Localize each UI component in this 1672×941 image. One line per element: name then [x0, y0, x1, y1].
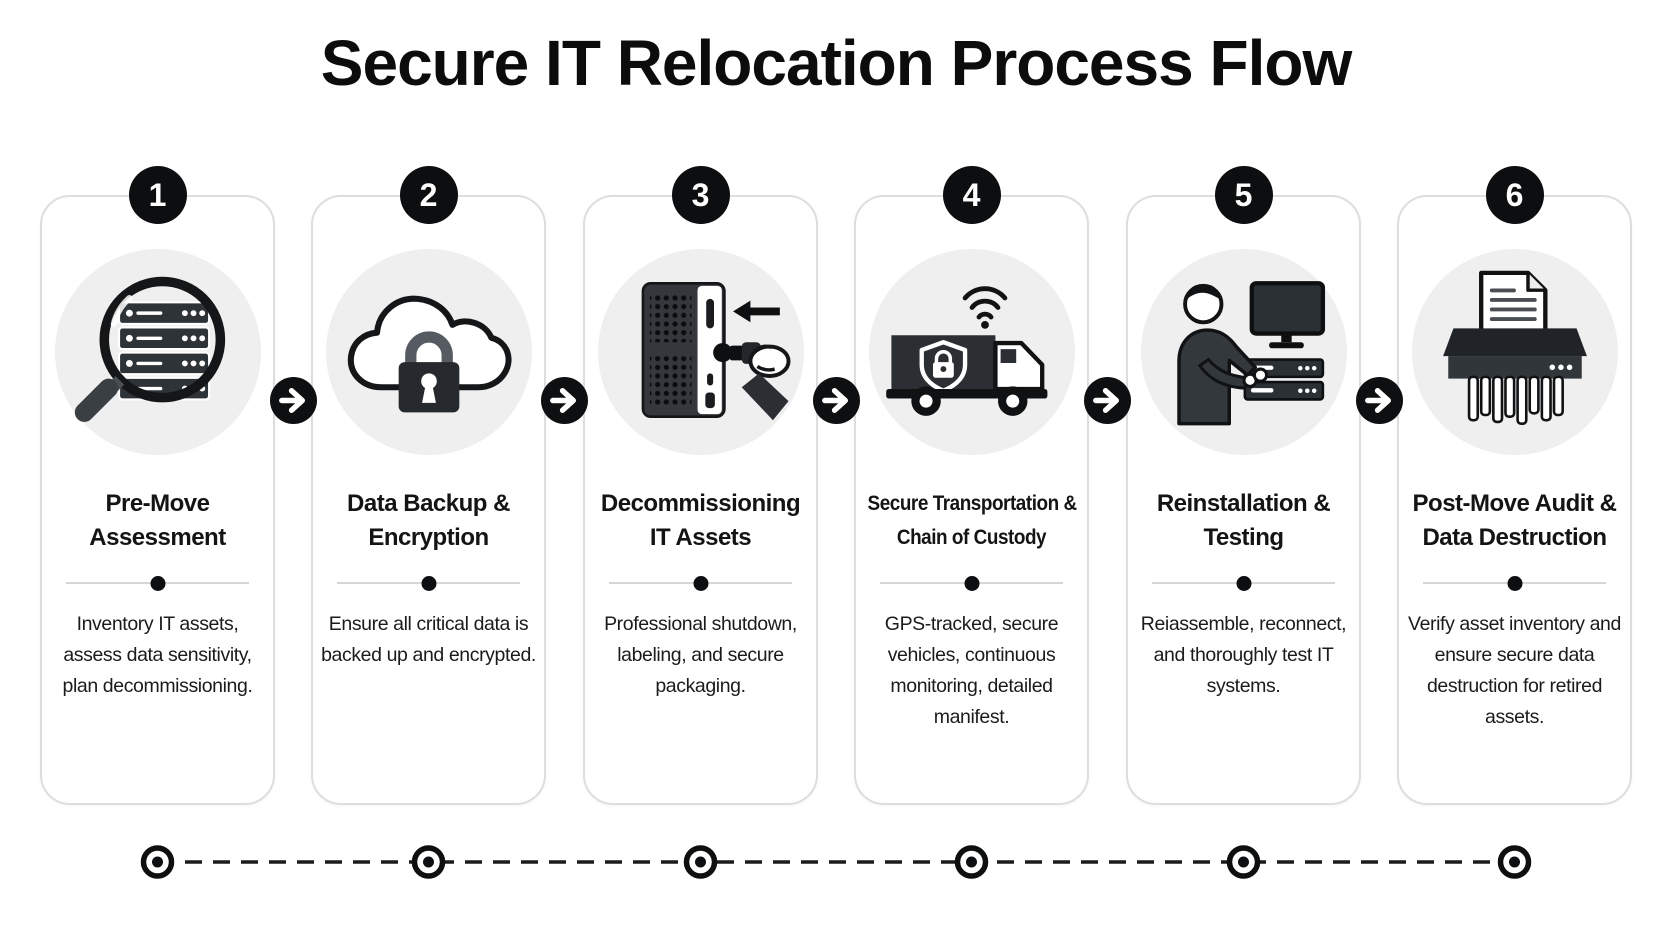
step-description: GPS-tracked, secure vehicles, continuous…	[884, 613, 1059, 728]
step-number: 3	[691, 176, 710, 213]
step-description: Inventory IT assets, assess data sensiti…	[62, 613, 253, 697]
secure-truck-icon	[881, 259, 1063, 446]
step-number: 1	[148, 176, 167, 213]
step-number-badge: 1	[128, 166, 187, 224]
step-number-badge: 6	[1485, 166, 1544, 224]
divider-dot	[1236, 576, 1251, 591]
technician-workstation-icon	[1153, 259, 1335, 446]
next-step-arrow-icon	[1356, 377, 1403, 424]
step-number-badge: 5	[1214, 166, 1273, 224]
divider	[66, 575, 249, 591]
divider	[1423, 575, 1606, 591]
divider-dot	[693, 576, 708, 591]
next-step-arrow-icon	[813, 377, 860, 424]
step-description: Verify asset inventory and ensure secure…	[1408, 613, 1621, 728]
cloud-lock-icon	[338, 259, 520, 446]
step-number-badge: 2	[399, 166, 458, 224]
step-card-1: 1	[40, 166, 275, 805]
next-step-arrow-icon	[270, 377, 317, 424]
step-title: Post-Move Audit & Data Destruction	[1412, 490, 1617, 551]
step-title: Decommissioning IT Assets	[600, 490, 801, 551]
step-number-badge: 3	[671, 166, 730, 224]
unplug-server-icon	[610, 259, 792, 446]
step-card-3: 3	[583, 166, 818, 805]
step-number: 2	[419, 176, 438, 213]
step-description: Ensure all critical data is backed up an…	[321, 613, 536, 666]
timeline-node-icon	[140, 845, 1532, 879]
divider	[609, 575, 792, 591]
step-description: Professional shutdown, labeling, and sec…	[604, 613, 797, 697]
timeline	[0, 842, 1672, 882]
step-card-4: 4	[854, 166, 1089, 805]
step-title: Reinstallation & Testing	[1156, 490, 1331, 551]
divider	[337, 575, 520, 591]
divider	[880, 575, 1063, 591]
divider-dot	[1507, 576, 1522, 591]
step-title: Pre-Move Assessment	[89, 490, 226, 551]
step-card-2: 2 Data Backup & Encryption Ensure all cr…	[311, 166, 546, 805]
step-number: 6	[1505, 176, 1524, 213]
shredder-icon	[1424, 259, 1606, 446]
magnifier-servers-icon	[67, 259, 249, 446]
step-number: 4	[962, 176, 981, 213]
step-title: Data Backup & Encryption	[347, 490, 510, 551]
next-step-arrow-icon	[1084, 377, 1131, 424]
divider-dot	[964, 576, 979, 591]
step-description: Reiassemble, reconnect, and thoroughly t…	[1140, 613, 1347, 697]
divider	[1152, 575, 1335, 591]
divider-dot	[150, 576, 165, 591]
next-step-arrow-icon	[541, 377, 588, 424]
step-card-5: 5	[1126, 166, 1361, 805]
step-title: Secure Transportation & Chain of Custody	[867, 492, 1078, 549]
step-number-badge: 4	[942, 166, 1001, 224]
page-title: Secure IT Relocation Process Flow	[320, 27, 1352, 99]
step-card-6: 6	[1397, 166, 1632, 805]
step-number: 5	[1234, 176, 1253, 213]
divider-dot	[421, 576, 436, 591]
